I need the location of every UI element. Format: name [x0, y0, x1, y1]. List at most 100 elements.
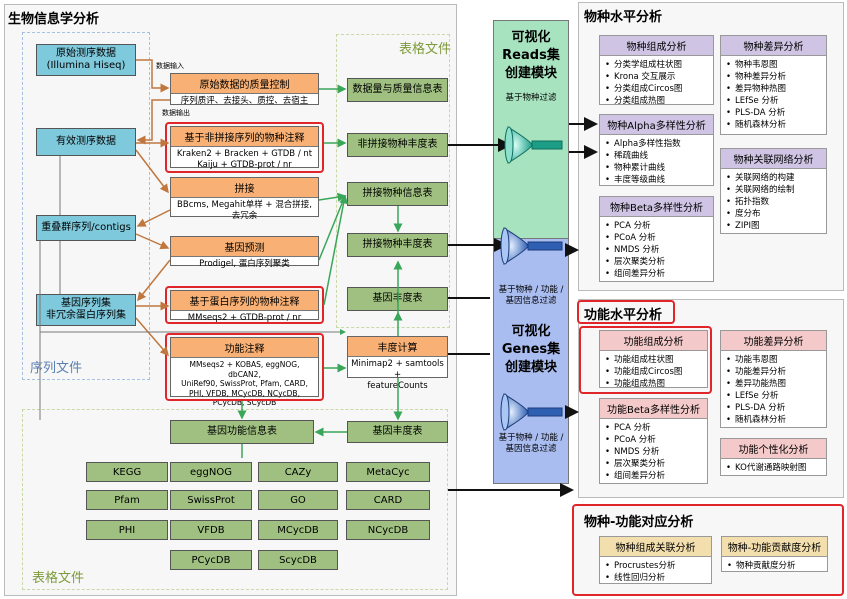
database-card: CARD	[346, 490, 430, 510]
clean-data-box: 有效测序数据	[36, 128, 136, 156]
qc-step-body: 序列质评、去接头、质控、去宿主	[180, 96, 309, 106]
table-region-top	[336, 34, 450, 328]
list-item: 组间差异分析	[614, 268, 713, 280]
reads-funnel-icon	[504, 126, 563, 164]
species-diff-list: 物种韦恩图物种差异分析差异物种热图LEfSe 分析PLS-DA 分析随机森林分析	[721, 59, 826, 131]
main-title: 生物信息学分析	[8, 12, 100, 27]
function-person-card: 功能个性化分析 KO代谢通路映射图	[720, 438, 827, 476]
asm-abund-table: 拼接物种丰度表	[347, 233, 448, 257]
highlight-function-title	[577, 300, 675, 324]
database-vfdb: VFDB	[170, 520, 252, 540]
species-title: 物种水平分析	[584, 10, 663, 25]
raw-data-box: 原始测序数据 (Illumina Hiseq)	[36, 44, 136, 76]
nonasm-table: 非拼接物种丰度表	[347, 133, 448, 157]
function-beta-head: 功能Beta多样性分析	[600, 399, 707, 419]
nonasm-step: 基于非拼接序列的物种注释 Kraken2 + Bracken + GTDB / …	[170, 126, 319, 170]
genes-funnel-top-icon	[500, 227, 563, 265]
database-mcycdb: MCycDB	[258, 520, 338, 540]
list-item: 稀疏曲线	[614, 150, 713, 162]
func-annot-body: MMseqs2 + KOBAS, eggNOG, dbCAN2, UniRef9…	[181, 360, 308, 407]
list-item: 层次聚类分析	[614, 458, 707, 470]
gene-func-table: 基因功能信息表	[170, 420, 314, 444]
list-item: 随机森林分析	[735, 414, 826, 426]
reads-module-title: 可视化 Reads集 创建模块	[502, 30, 560, 81]
list-item: 物种韦恩图	[735, 59, 826, 71]
list-item: PLS-DA 分析	[735, 402, 826, 414]
corr-contrib-list: 物种贡献度分析	[722, 560, 827, 572]
database-pfam: Pfam	[86, 490, 168, 510]
list-item: 组间差异分析	[614, 470, 707, 482]
func-annot-head: 功能注释	[171, 338, 318, 358]
species-alpha-card: 物种Alpha多样性分析 Alpha多样性指数稀疏曲线物种累计曲线丰度等级曲线	[599, 114, 714, 186]
highlight-func-annot	[165, 333, 324, 401]
species-alpha-head: 物种Alpha多样性分析	[600, 115, 713, 135]
genes-filter-bottom: 基于物种 / 功能 / 基因信息过滤	[498, 433, 564, 454]
list-item: 关联网络的绘制	[735, 184, 826, 196]
species-alpha-list: Alpha多样性指数稀疏曲线物种累计曲线丰度等级曲线	[600, 138, 713, 186]
function-diff-head: 功能差异分析	[721, 331, 826, 351]
assemble-step-body: BBcms, Megahit单样 + 混合拼接, 去冗余	[177, 200, 312, 221]
nonasm-step-body: Kraken2 + Bracken + GTDB / nt Kaiju + GT…	[176, 149, 313, 170]
list-item: 功能差异分析	[735, 366, 826, 378]
list-item: NMDS 分析	[614, 446, 707, 458]
list-item: 分类学组成柱状图	[614, 59, 713, 71]
species-comp-head: 物种组成分析	[600, 36, 713, 56]
predict-step-head: 基因预测	[171, 237, 318, 257]
function-comp-card: 功能组成分析 功能组成柱状图功能组成Circos图功能组成热图	[599, 330, 708, 390]
list-item: 功能组成热图	[614, 378, 707, 390]
list-item: PCoA 分析	[614, 232, 713, 244]
list-item: LEfSe 分析	[735, 95, 826, 107]
list-item: Alpha多样性指数	[614, 138, 713, 150]
predict-step: 基因预测 Prodigel, 蛋白序列聚类	[170, 236, 319, 269]
genes-funnel-bottom-icon	[500, 393, 563, 431]
list-item: 物种差异分析	[735, 71, 826, 83]
list-item: 层次聚类分析	[614, 256, 713, 268]
genes-module-title: 可视化 Genes集 创建模块	[501, 324, 561, 375]
assemble-step-head: 拼接	[171, 178, 318, 198]
list-item: 丰度等级曲线	[614, 174, 713, 186]
table-region-bottom-label: 表格文件	[32, 571, 85, 586]
list-item: Procrustes分析	[614, 560, 711, 572]
qc-table: 数据量与质量信息表	[347, 78, 448, 102]
function-beta-card: 功能Beta多样性分析 PCA 分析PCoA 分析NMDS 分析层次聚类分析组间…	[599, 398, 708, 484]
list-item: 拓扑指数	[735, 196, 826, 208]
function-person-list: KO代谢通路映射图	[721, 462, 826, 474]
species-beta-card: 物种Beta多样性分析 PCA 分析PCoA 分析NMDS 分析层次聚类分析组间…	[599, 196, 714, 282]
list-item: 分类组成热图	[614, 95, 713, 107]
table-region-top-label: 表格文件	[399, 42, 452, 57]
note-data-in: 数据输入	[156, 62, 184, 70]
corr-title: 物种-功能对应分析	[584, 515, 694, 530]
qc-step: 原始数据的质量控制 序列质评、去接头、质控、去宿主	[170, 73, 319, 106]
genes-box: 基因序列集 非冗余蛋白序列集	[36, 294, 136, 326]
corr-contrib-card: 物种-功能贡献度分析 物种贡献度分析	[721, 536, 828, 572]
list-item: NMDS 分析	[614, 244, 713, 256]
list-item: 关联网络的构建	[735, 172, 826, 184]
database-cazy: CAZy	[258, 462, 338, 482]
species-beta-list: PCA 分析PCoA 分析NMDS 分析层次聚类分析组间差异分析	[600, 220, 713, 280]
species-diff-head: 物种差异分析	[721, 36, 826, 56]
protein-step-head: 基于蛋白序列的物种注释	[171, 291, 318, 311]
gene-abund-table-2: 基因丰度表	[347, 421, 448, 443]
function-comp-list: 功能组成柱状图功能组成Circos图功能组成热图	[600, 354, 707, 390]
list-item: PCA 分析	[614, 220, 713, 232]
list-item: 度分布	[735, 208, 826, 220]
asm-info-table: 拼接物种信息表	[347, 182, 448, 206]
list-item: 分类组成Circos图	[614, 83, 713, 95]
list-item: ZIPI图	[735, 220, 826, 232]
function-diff-list: 功能韦恩图功能差异分析差异功能热图LEfSe 分析PLS-DA 分析随机森林分析	[721, 354, 826, 426]
species-net-list: 关联网络的构建关联网络的绘制拓扑指数度分布ZIPI图	[721, 172, 826, 232]
list-item: 物种贡献度分析	[736, 560, 827, 572]
function-person-head: 功能个性化分析	[721, 439, 826, 459]
list-item: PCoA 分析	[614, 434, 707, 446]
reads-filter-label: 基于物种过滤	[505, 93, 557, 103]
list-item: 功能组成柱状图	[614, 354, 707, 366]
sequence-region-label: 序列文件	[30, 361, 83, 376]
function-title: 功能水平分析	[584, 308, 663, 323]
protein-step: 基于蛋白序列的物种注释 MMseqs2 + GTDB-prot / nr	[170, 290, 319, 323]
function-comp-head: 功能组成分析	[600, 331, 707, 351]
sequence-region	[22, 32, 150, 380]
list-item: 功能组成Circos图	[614, 366, 707, 378]
database-go: GO	[258, 490, 338, 510]
database-pcycdb: PCycDB	[170, 550, 252, 570]
